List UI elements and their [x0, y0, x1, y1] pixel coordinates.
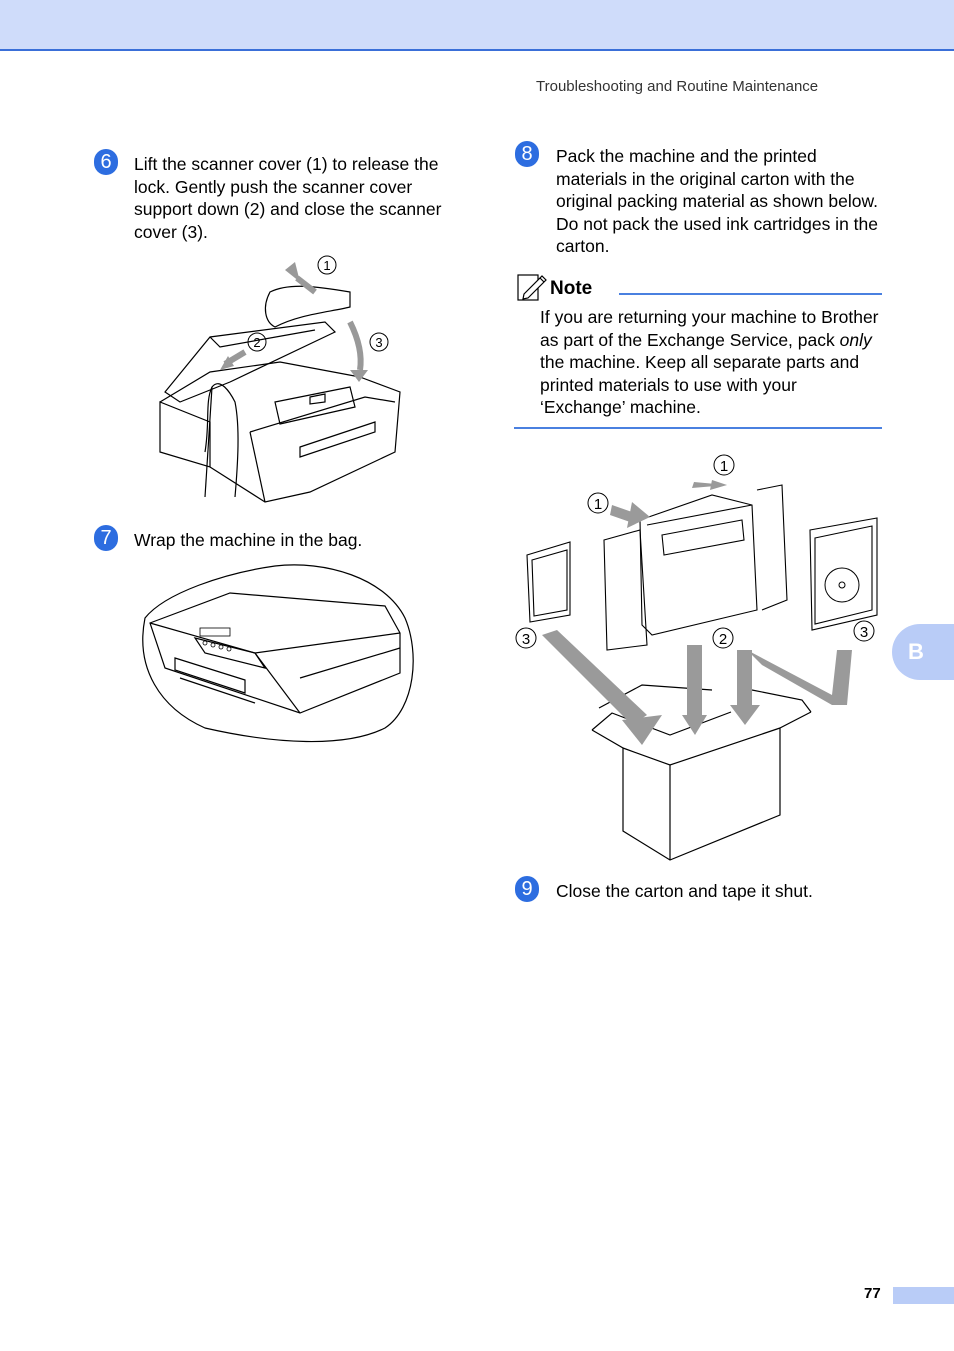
callout-2: 2 [253, 335, 260, 350]
note-emphasis: only [839, 329, 872, 350]
callout-2: 2 [719, 631, 727, 648]
footer-bar [893, 1287, 954, 1304]
step-9-text: Close the carton and tape it shut. [556, 881, 813, 901]
note-body: If you are returning your machine to Bro… [540, 306, 885, 419]
step-8-text: Pack the machine and the printed materia… [556, 146, 878, 256]
page-number: 77 [864, 1285, 881, 1302]
step-9-badge: 9 [515, 876, 539, 902]
step-7-badge: 7 [94, 525, 118, 551]
scanner-cover-illustration: 1 2 3 [159, 255, 401, 503]
callout-1-left: 1 [594, 496, 602, 513]
note-title: Note [550, 278, 593, 299]
top-band [0, 0, 954, 51]
step-6-text: Lift the scanner cover (1) to release th… [134, 154, 442, 242]
step-6-badge: 6 [94, 149, 118, 175]
note-bottom-rule [514, 427, 882, 429]
note-pencil-icon [517, 274, 547, 301]
callout-1-top: 1 [720, 458, 728, 475]
appendix-tab: B [892, 624, 954, 680]
note-text-before: If you are returning your machine to Bro… [540, 307, 879, 350]
packing-carton-illustration: 1 1 3 2 3 [515, 454, 878, 861]
step-7-text: Wrap the machine in the bag. [134, 530, 363, 550]
note-text-after: the machine. Keep all separate parts and… [540, 352, 860, 417]
callout-3: 3 [375, 335, 382, 350]
note-top-rule [619, 293, 882, 295]
callout-3-right: 3 [860, 624, 868, 641]
callout-3-left: 3 [522, 631, 530, 648]
callout-1: 1 [323, 258, 330, 273]
running-header: Troubleshooting and Routine Maintenance [536, 78, 819, 95]
wrapped-machine-illustration [142, 564, 414, 743]
step-8-badge: 8 [515, 141, 539, 167]
